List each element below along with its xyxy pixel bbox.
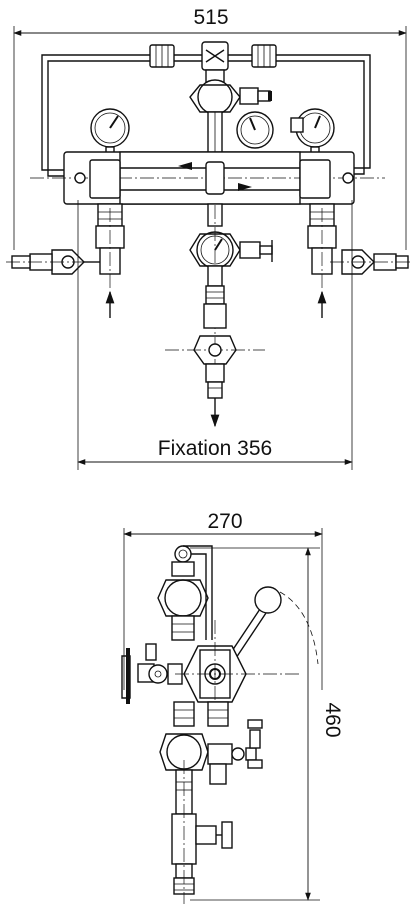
side-bottom-outlet <box>171 760 233 904</box>
side-lever-handle <box>225 586 319 665</box>
depth-label: 270 <box>207 510 242 533</box>
height-label: 460 <box>321 702 344 737</box>
center-outlet-branch <box>165 203 273 428</box>
side-bracket <box>121 643 183 704</box>
right-inlet-branch <box>307 203 410 318</box>
fixation-label: Fixation 356 <box>158 437 272 460</box>
side-central-body <box>175 620 300 720</box>
pressure-gauge-right <box>290 108 335 158</box>
dimension-overall-width: 515 <box>13 6 407 250</box>
dimension-depth: 270 <box>123 510 323 690</box>
side-view: 270 460 <box>121 510 344 904</box>
left-inlet-branch <box>6 203 125 318</box>
bypass-fittings <box>149 41 277 71</box>
dimension-fixation: Fixation 356 <box>77 200 353 470</box>
overall-width-label: 515 <box>193 6 228 29</box>
front-view: 515 <box>6 6 410 470</box>
pressure-gauge-center <box>236 111 274 149</box>
manifold-bar <box>30 151 385 205</box>
side-lower-valve <box>159 701 263 785</box>
pressure-gauge-left <box>90 108 130 158</box>
side-upper-valve <box>157 561 209 641</box>
side-top-pipe <box>174 545 213 640</box>
